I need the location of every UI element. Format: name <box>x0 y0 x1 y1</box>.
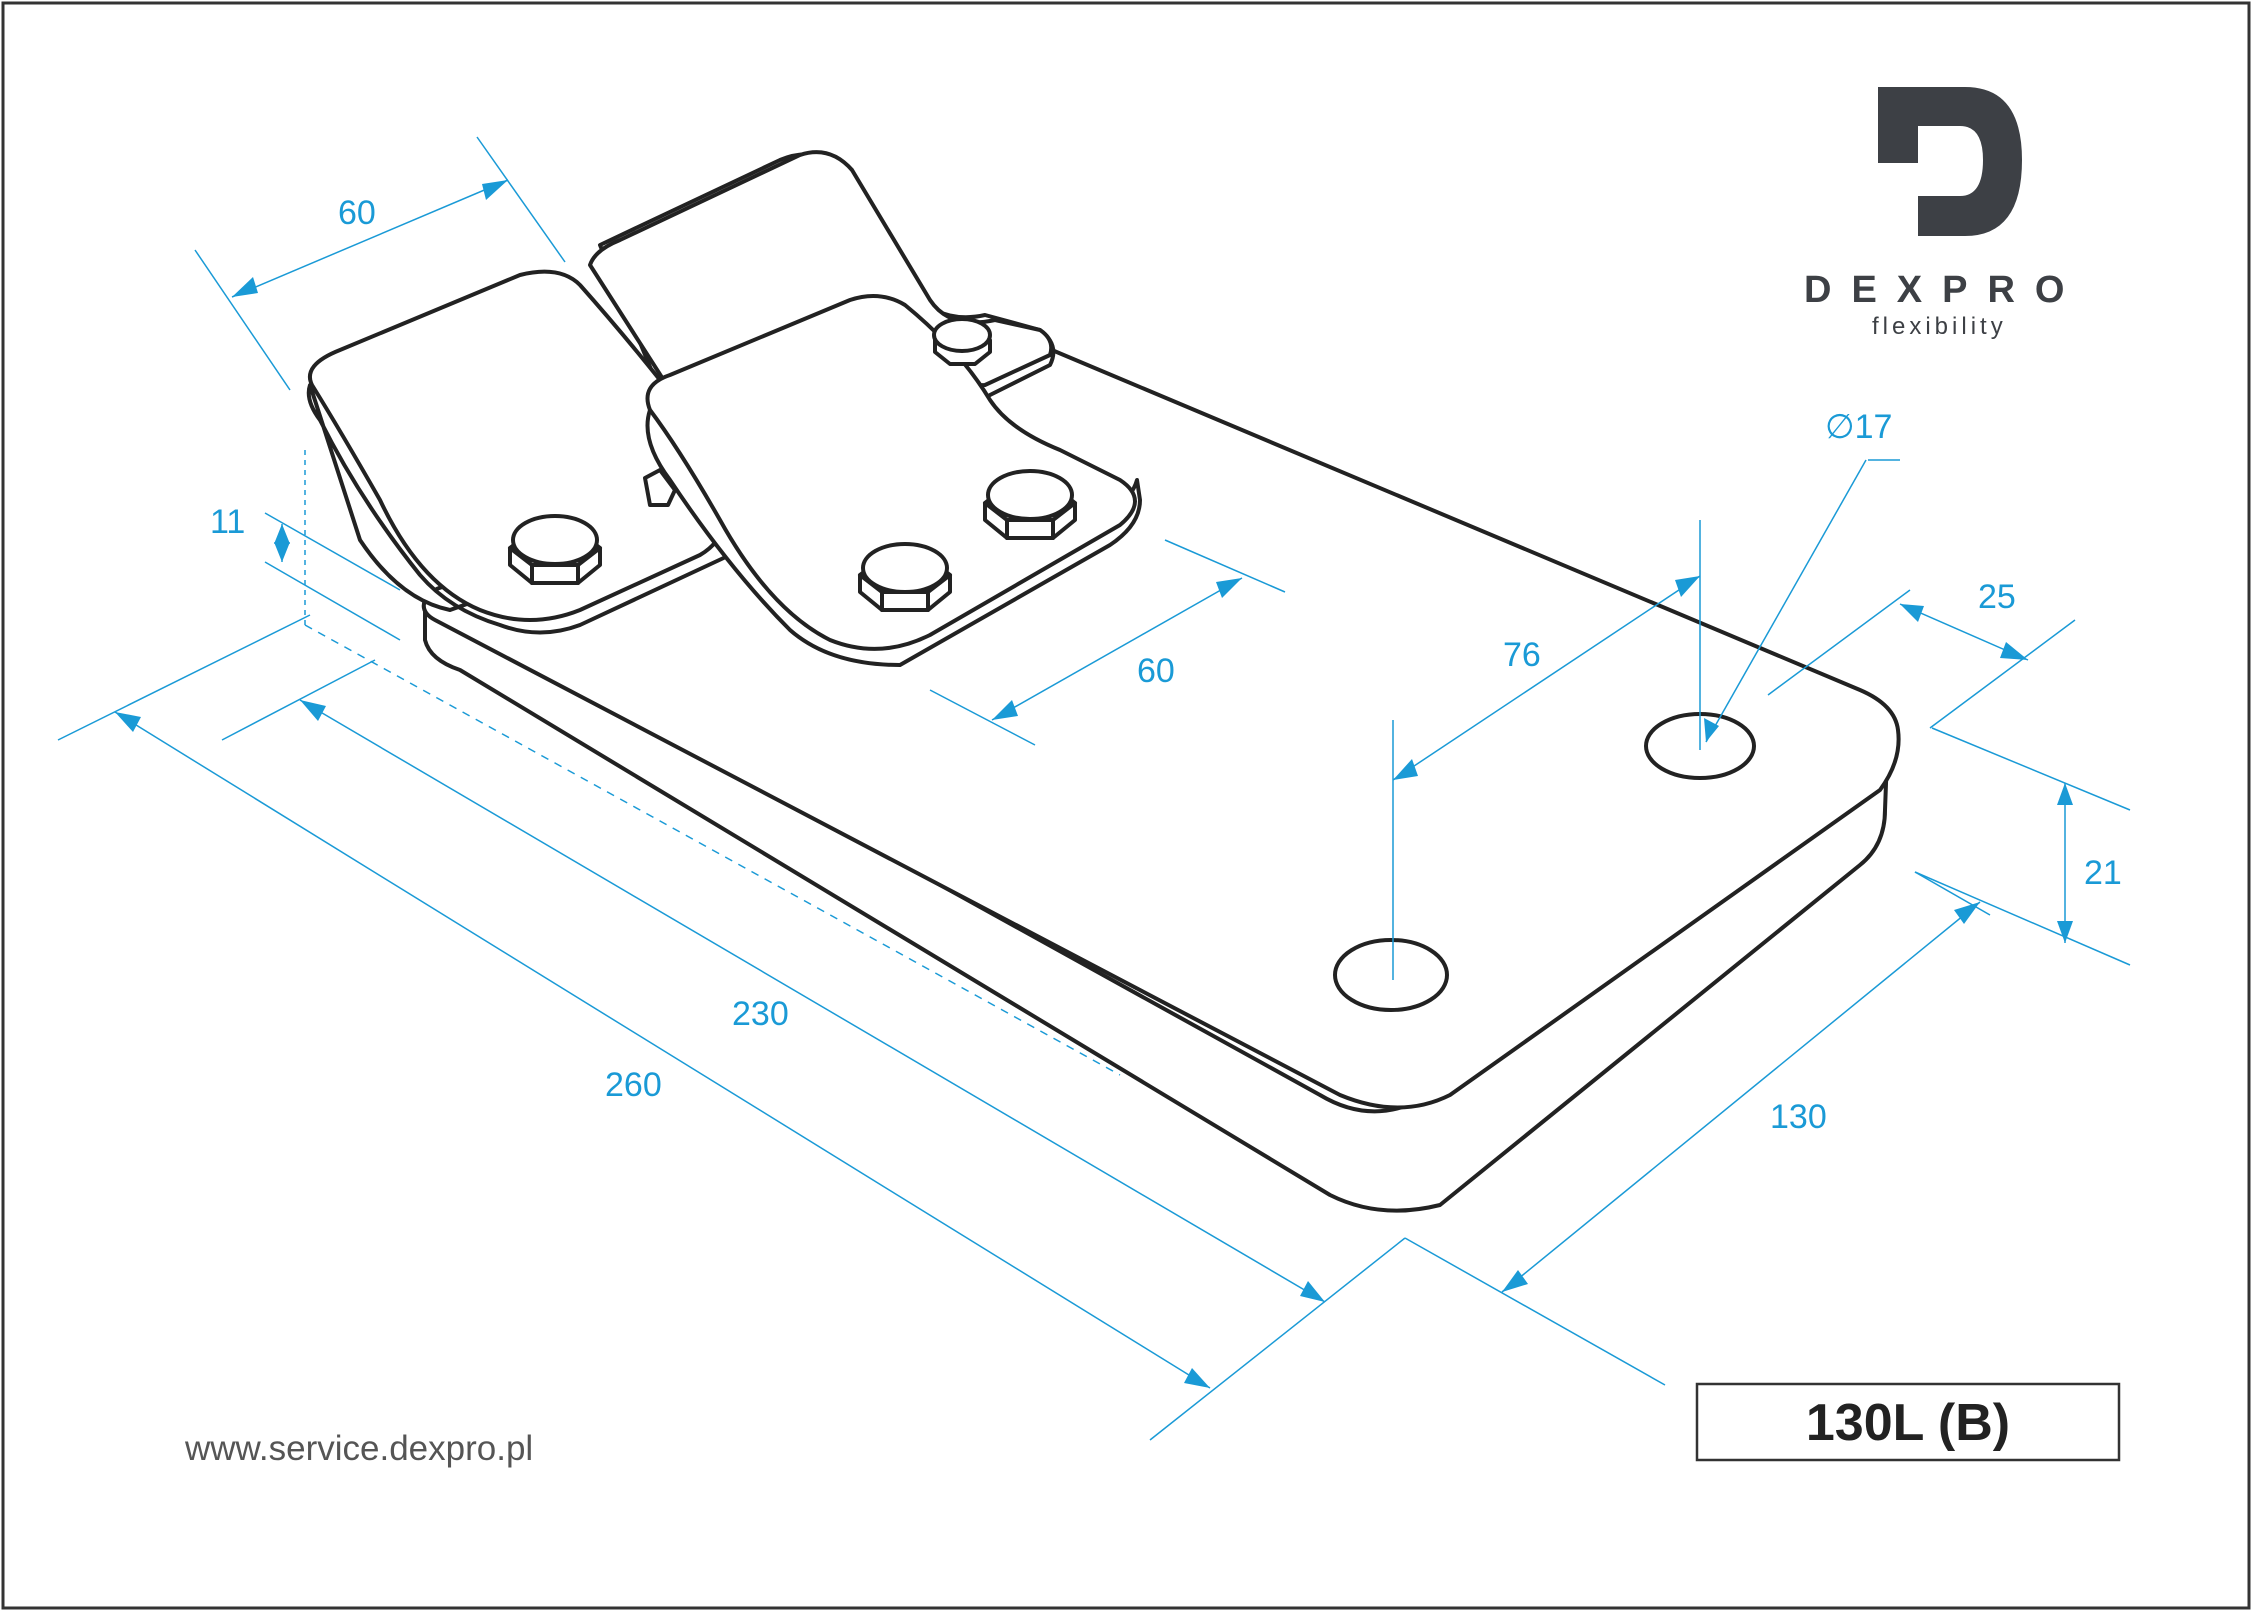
hex-bolt <box>508 514 602 585</box>
dim-plate-thickness: 11 <box>210 503 245 541</box>
dim-total-length: 260 <box>605 1066 662 1104</box>
hex-bolt <box>858 542 952 612</box>
dim-hole-diameter: ∅17 <box>1825 408 1892 446</box>
model-code: 130L (B) <box>1806 1394 2010 1452</box>
hidden-edge <box>304 624 1121 1076</box>
dim-plate-width-front: 60 <box>1137 652 1175 690</box>
dim-hole-edge-offset: 25 <box>1978 578 2016 616</box>
brand-tagline: flexibility <box>1872 313 2007 340</box>
dim-base-thickness: 21 <box>2084 854 2122 892</box>
hex-bolt <box>643 468 677 507</box>
dexpro-logo: DEXPRO flexibility <box>1804 87 2084 340</box>
front-bracket <box>645 294 1142 667</box>
left-bracket <box>306 269 732 635</box>
dimension-arrows <box>115 180 2073 1388</box>
model-code-box <box>1695 1382 2121 1462</box>
mounting-hole <box>1333 938 1449 1012</box>
hex-bolt <box>983 469 1077 540</box>
dim-hole-spacing: 76 <box>1503 636 1541 674</box>
dimension-lines <box>57 136 2131 1441</box>
dim-plate-width-top: 60 <box>338 194 376 232</box>
logo-d-mark <box>1878 87 2022 236</box>
dim-base-width: 130 <box>1770 1098 1827 1136</box>
hex-bolt <box>932 317 992 366</box>
brand-name: DEXPRO <box>1804 269 2084 311</box>
website-url: www.service.dexpro.pl <box>184 1429 533 1468</box>
dim-inner-length: 230 <box>732 995 789 1033</box>
